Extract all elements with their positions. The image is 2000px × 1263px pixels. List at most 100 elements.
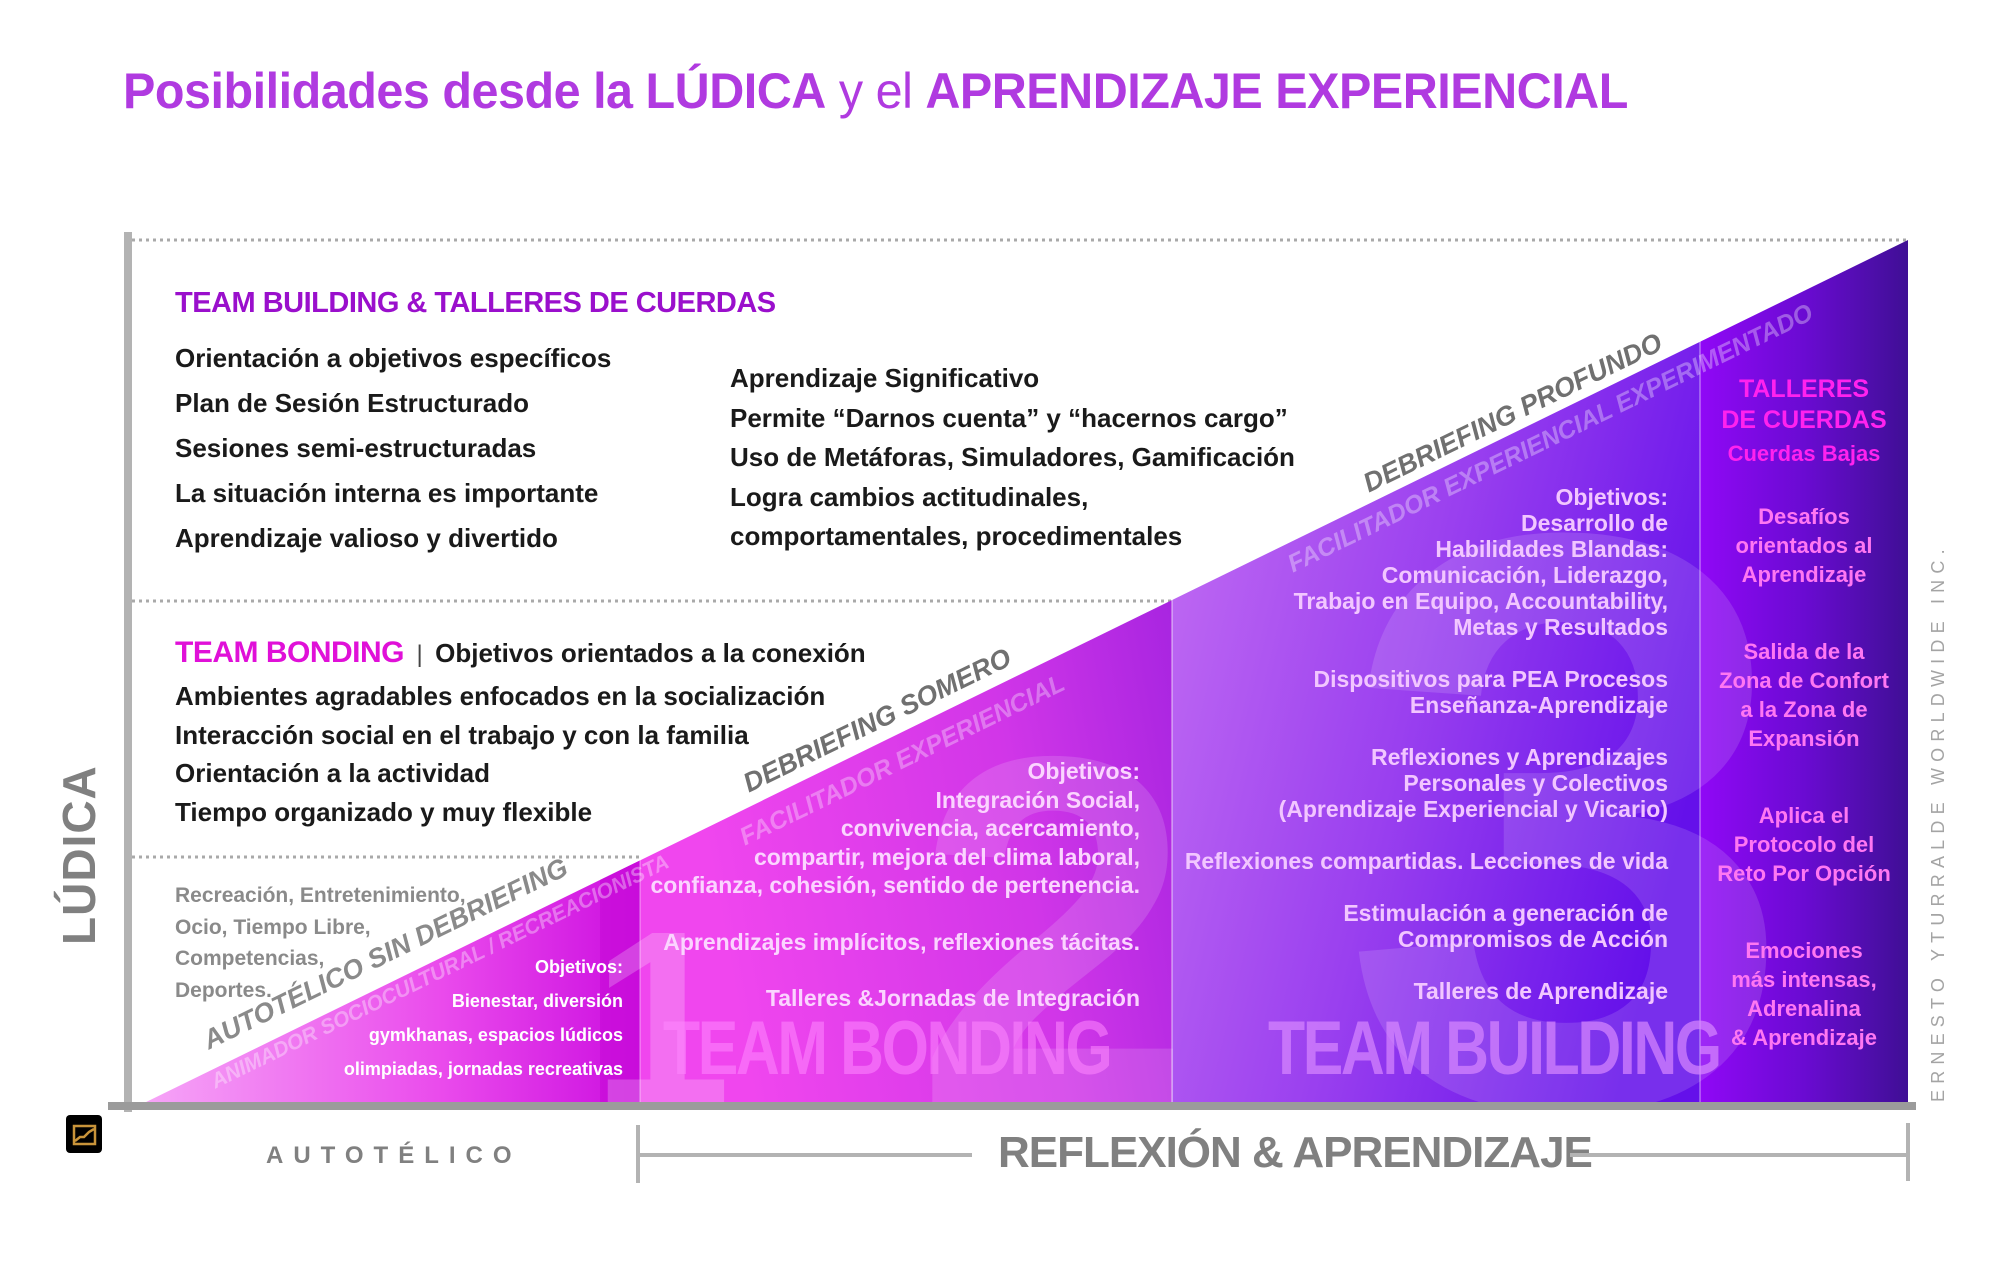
list-item: Logra cambios actitudinales, [730, 481, 1089, 512]
zone1-objectives: Objetivos: Bienestar, diversión gymkhana… [344, 950, 623, 1086]
credit-text: ERNESTO YTURRALDE WORLDWIDE INC. [1928, 543, 1948, 1102]
bracket-right-tick [1906, 1123, 1910, 1181]
team-building-heading: TEAM BUILDING & TALLERES DE CUERDAS [175, 287, 776, 319]
objective-item: Desarrollo de [1521, 510, 1668, 536]
bracket-right-line [1570, 1153, 1910, 1157]
zone4-block: Emociones más intensas, Adrenalina & Apr… [1700, 936, 1908, 1052]
zone4-heading-2: DE CUERDAS [1721, 406, 1887, 434]
list-item: Uso de Metáforas, Simuladores, Gamificac… [730, 442, 1295, 472]
list-item: Recreación, Entretenimiento, [175, 884, 466, 907]
zone4-line: orientados al [1735, 533, 1873, 558]
list-item: Aprendizaje Significativo [730, 363, 1040, 393]
y-axis [124, 232, 132, 1112]
bracket-left-tick [636, 1125, 640, 1183]
zone3-block: Personales y Colectivos [1403, 770, 1668, 796]
list-item: Orientación a la actividad [175, 758, 490, 788]
list-item: Competencias, [175, 947, 325, 970]
team-bonding-separator: | [416, 641, 423, 668]
objective-item: confianza, cohesión, sentido de pertenen… [650, 872, 1141, 898]
title-part1: Posibilidades desde la [123, 63, 646, 119]
zone3-block: Reflexiones compartidas. Lecciones de vi… [1184, 848, 1668, 874]
zone3-block: (Aprendizaje Experiencial y Vicario) [1278, 796, 1668, 822]
x-axis [108, 1102, 1916, 1110]
list-item: Sesiones semi-estructuradas [175, 433, 537, 463]
zone3-watermark: TEAM BUILDING [1268, 1006, 1722, 1091]
zone3-content: Objetivos: Desarrollo de Habilidades Bla… [1185, 484, 1668, 1004]
team-bonding-subheading: Objetivos orientados a la conexión [435, 638, 866, 668]
zone4-line: Protocolo del [1733, 832, 1875, 857]
y-axis-label: LÚDICA [52, 765, 106, 945]
title-part3: y el [825, 63, 926, 119]
zone4-line: Aplica el [1758, 803, 1850, 828]
zone4-line: & Aprendizaje [1731, 1025, 1877, 1050]
zone3-block: Compromisos de Acción [1397, 926, 1668, 952]
zone1-objectives-title: Objetivos: [534, 957, 623, 977]
page-title: Posibilidades desde la LÚDICA y el APREN… [123, 62, 1628, 120]
zone4-heading-1: TALLERES [1738, 375, 1870, 403]
credit: ERNESTO YTURRALDE WORLDWIDE INC. [1928, 543, 1949, 1102]
zone3-block: Enseñanza-Aprendizaje [1409, 692, 1668, 718]
objective-item: Bienestar, diversión [451, 991, 623, 1011]
title-aprendizaje: APRENDIZAJE EXPERIENCIAL [925, 63, 1628, 119]
list-item: Deportes. [175, 978, 272, 1002]
zone3-block: Estimulación a generación de [1343, 900, 1668, 926]
zone4-line: más intensas, [1731, 967, 1877, 992]
zone3-block: Dispositivos para PEA Procesos [1313, 666, 1668, 692]
zone4-line: Reto Por Opción [1717, 861, 1891, 886]
zone2-objectives-title: Objetivos: [1027, 758, 1140, 784]
objective-item: gymkhanas, espacios lúdicos [368, 1025, 623, 1045]
objective-item: Metas y Resultados [1453, 614, 1668, 640]
list-item: Ambientes agradables enfocados en la soc… [175, 681, 826, 711]
trend-chart-icon [72, 1124, 97, 1146]
zone3-objectives-title: Objetivos: [1555, 484, 1668, 510]
list-item: Permite “Darnos cuenta” y “hacernos carg… [730, 402, 1288, 433]
list-item: Plan de Sesión Estructurado [175, 388, 529, 418]
list-item: La situación interna es importante [175, 478, 599, 508]
zone4-block: Salida de la Zona de Confort a la Zona d… [1700, 637, 1908, 753]
zone4-block: Desafíos orientados al Aprendizaje [1700, 502, 1908, 589]
zone4-line: Expansión [1748, 726, 1860, 751]
numeral-3: 3 [1340, 363, 1796, 1263]
objective-item: Habilidades Blandas: [1435, 536, 1668, 562]
zone4-line: Salida de la [1743, 639, 1865, 664]
recreation-list: Recreación, Entretenimiento, Ocio, Tiemp… [175, 880, 466, 1006]
zone4-content: TALLERES DE CUERDAS Cuerdas Bajas Desafí… [1700, 374, 1908, 1052]
team-bonding-header: TEAM BONDING | Objetivos orientados a la… [175, 636, 866, 670]
objective-item: compartir, mejora del clima laboral, [753, 843, 1140, 870]
zone4-line: Zona de Confort [1719, 668, 1889, 693]
team-building-right-list: Aprendizaje Significativo Permite “Darno… [730, 359, 1295, 557]
ludica-label: LÚDICA [53, 765, 105, 945]
numeral-2: 2 [915, 652, 1193, 1211]
list-item: Orientación a objetivos específicos [175, 343, 612, 373]
zone4-line: Emociones [1745, 938, 1863, 963]
zone2-watermark: TEAM BONDING [663, 1006, 1113, 1091]
objective-item: Trabajo en Equipo, Accountability, [1293, 588, 1668, 614]
zone4-subheading: Cuerdas Bajas [1727, 441, 1881, 466]
zone2-implicit: Aprendizajes implícitos, reflexiones tác… [663, 928, 1140, 955]
zone4-line: a la Zona de [1740, 697, 1868, 722]
logo [66, 1115, 102, 1153]
team-bonding-heading: TEAM BONDING [175, 636, 405, 669]
zone3-block: Talleres de Aprendizaje [1413, 978, 1668, 1004]
objective-item: convivencia, acercamiento, [840, 815, 1140, 841]
numeral-1: 1 [592, 879, 731, 1158]
objective-item: Integración Social, [935, 786, 1141, 813]
list-item: comportamentales, procedimentales [730, 521, 1183, 551]
zone2-objectives: Objetivos: Integración Social, convivenc… [651, 757, 1141, 1013]
zone4-block: Aplica el Protocolo del Reto Por Opción [1700, 801, 1908, 888]
list-item: Interacción social en el trabajo y con l… [175, 719, 749, 750]
team-building-left-list: Orientación a objetivos específicos Plan… [175, 336, 611, 561]
bracket-left-line [640, 1153, 972, 1157]
list-item: Aprendizaje valioso y divertido [175, 523, 558, 553]
zone3-block: Reflexiones y Aprendizajes [1371, 744, 1668, 770]
zone4-line: Adrenalina [1747, 996, 1861, 1021]
x-axis-right-label: REFLEXIÓN & APRENDIZAJE [998, 1128, 1593, 1177]
title-ludica: LÚDICA [645, 63, 827, 119]
list-item: Tiempo organizado y muy flexible [175, 796, 593, 827]
zone4-fill [1700, 240, 1908, 1105]
list-item: Ocio, Tiempo Libre, [175, 915, 371, 939]
team-bonding-list: Ambientes agradables enfocados en la soc… [175, 677, 825, 831]
objective-item: olimpiadas, jornadas recreativas [343, 1059, 623, 1079]
zone2-workshops: Talleres &Jornadas de Integración [765, 985, 1140, 1011]
